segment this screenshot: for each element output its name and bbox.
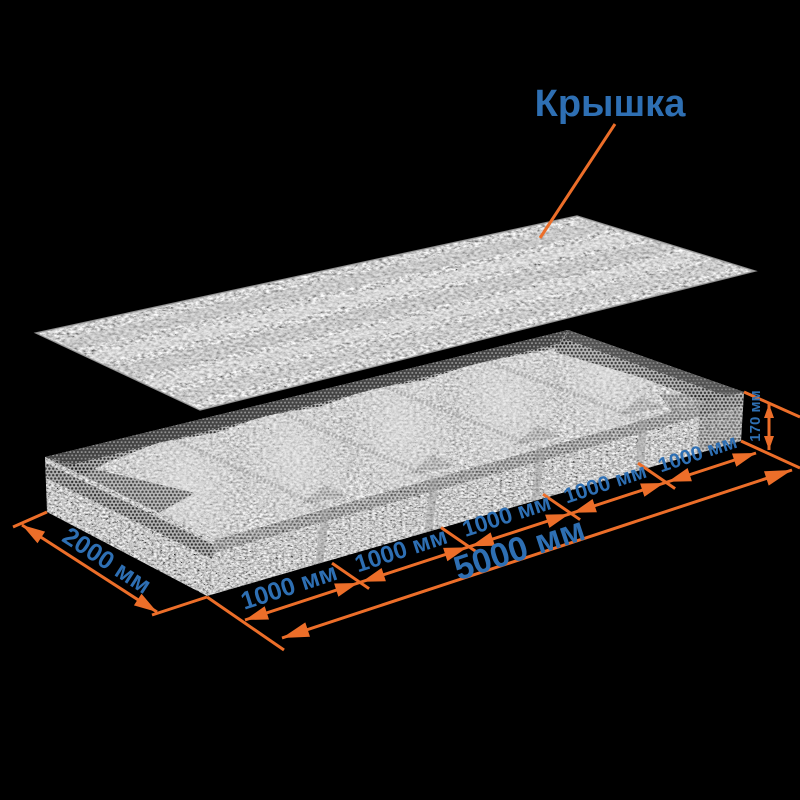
svg-text:Крышка: Крышка <box>535 83 687 125</box>
svg-text:170 мм: 170 мм <box>747 390 764 441</box>
